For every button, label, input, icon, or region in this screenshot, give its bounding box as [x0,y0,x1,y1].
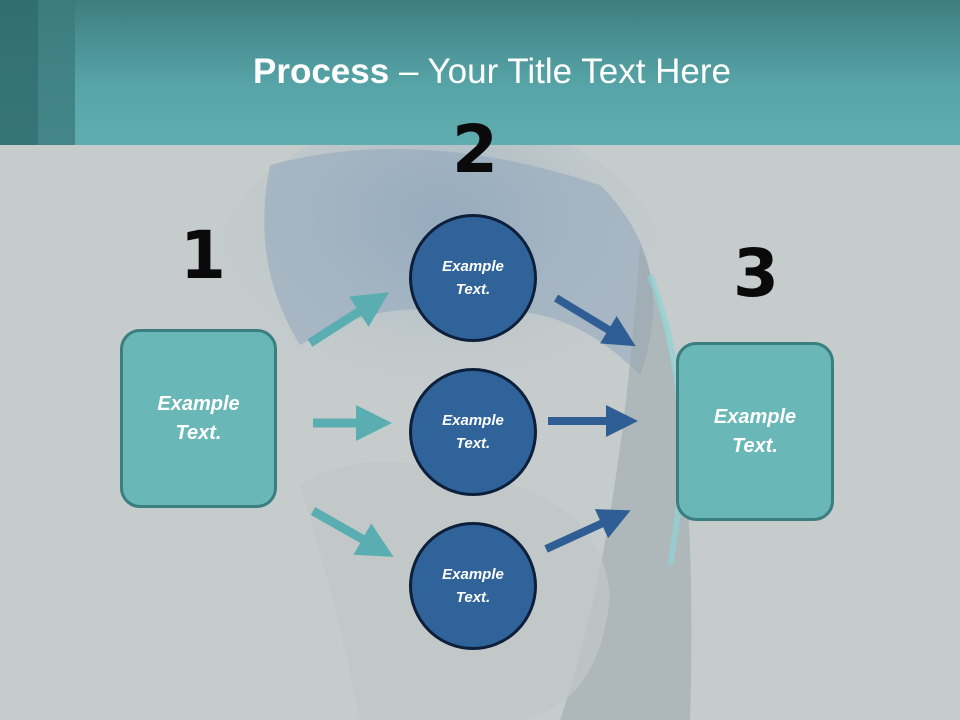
arrow-from-circle-3 [544,509,631,553]
banner-stripe [0,0,38,145]
process-circle-3: Example Text. [409,522,537,650]
input-box-text: Example Text. [157,392,240,444]
title-bold: Process [253,52,390,91]
banner-stripe [38,0,75,145]
step-number-3: 3 [733,235,779,312]
step-number-2: 2 [452,111,498,188]
process-circle-2: Example Text. [409,368,537,496]
output-box-text: Example Text. [713,405,797,457]
step-number-1: 1 [180,217,226,294]
arrow-to-circle-1 [307,292,390,347]
output-box: Example Text. [676,342,834,521]
arrow-to-circle-3 [310,507,394,557]
process-circle-text: Example Text. [442,412,504,452]
title-rest: – Your Title Text Here [389,52,731,91]
slide-title: Process – Your Title Text Here [0,52,960,92]
arrow-from-circle-1 [553,294,636,347]
process-circle-text: Example Text. [442,258,504,298]
process-circle-1: Example Text. [409,214,537,342]
process-circle-text: Example Text. [442,566,504,606]
input-box: Example Text. [120,329,277,508]
title-banner: Process – Your Title Text Here [0,0,960,145]
